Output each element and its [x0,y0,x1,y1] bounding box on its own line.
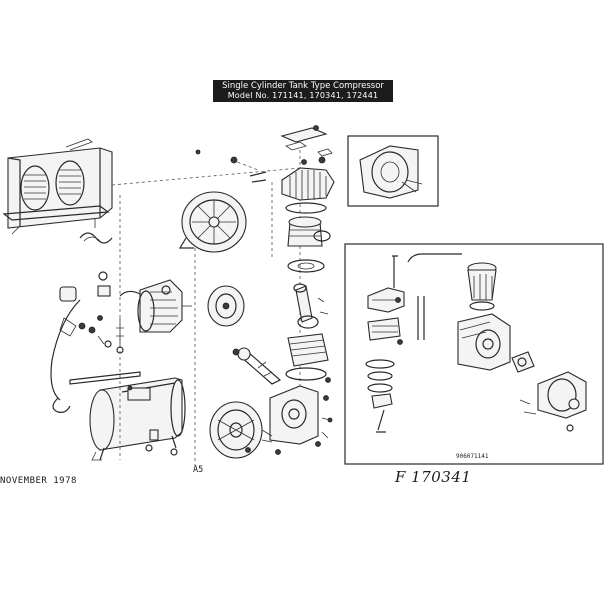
belt-guard-icon [2,138,113,235]
crankshaft-icon [232,347,282,385]
page-code: A5 [193,465,204,475]
gasket-icon [285,202,327,273]
rear-guard-inset [347,135,439,207]
crankcase-icon [261,385,331,447]
diagram-model-numbers: Model No. 171141, 170341, 172441 [227,91,379,100]
diagram-title: Single Cylinder Tank Type Compressor [222,81,384,91]
publication-date: NOVEMBER 1978 [0,476,77,486]
piston-icon [287,216,331,247]
valve-plate-icon [280,125,333,165]
pulley-icon [207,285,245,327]
diagram-title-banner: Single Cylinder Tank Type Compressor Mod… [213,80,393,102]
flywheel-icon [209,401,273,459]
air-filter-icon [467,262,497,311]
air-tank-icon [69,371,186,461]
cylinder-head-icon [249,167,335,201]
motor-icon [119,279,192,333]
connecting-rod-icon [293,283,329,329]
fan-pulley-icon [178,191,247,253]
handwritten-reference: F 170341 [395,468,472,486]
cylinder-icon [285,333,329,381]
belt-icon [79,232,113,244]
bolt-icon [104,149,333,455]
pump-detail-inset [344,243,604,465]
inset-part-code: 906071141 [456,453,489,460]
